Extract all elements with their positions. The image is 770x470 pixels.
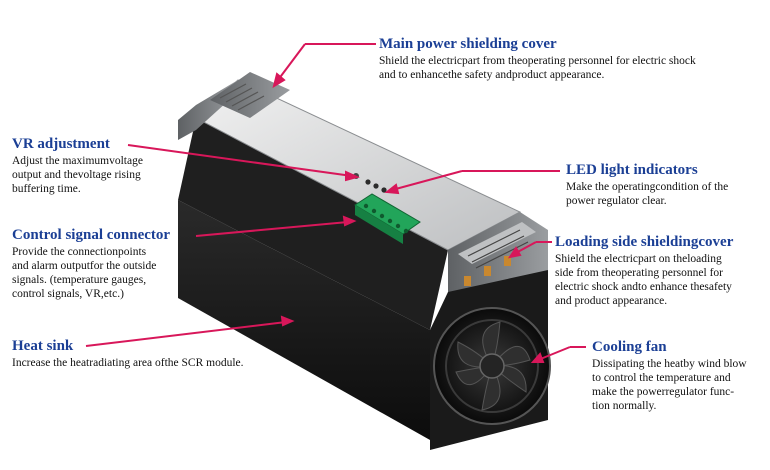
callout-description: Adjust the maximumvoltage output and the… bbox=[12, 154, 143, 196]
callout-title: LED light indicators bbox=[566, 162, 698, 178]
callout-title: Main power shielding cover bbox=[379, 36, 557, 52]
leader-fan bbox=[530, 346, 586, 363]
callout-control-signal-connector: Control signal connector Provide the con… bbox=[12, 227, 170, 301]
callout-description: Increase the heatradiating area ofthe SC… bbox=[12, 356, 244, 370]
description-line: electric shock andto enhance thesafety bbox=[555, 281, 732, 293]
callout-description: Shield the electricpart from theoperatin… bbox=[379, 54, 696, 82]
callout-loading-side-shielding-cover: Loading side shieldingcover Shield the e… bbox=[555, 234, 733, 308]
description-line: Shield the electricpart from theoperatin… bbox=[379, 55, 696, 67]
leader-control bbox=[195, 215, 357, 237]
loading-side-cover-shape bbox=[448, 212, 548, 310]
description-line: side from theoperating personnel for bbox=[555, 267, 723, 279]
description-line: signals. (temperature gauges, bbox=[12, 274, 147, 286]
leader-heatsink bbox=[85, 315, 295, 347]
callout-description: Make the operatingcondition of the power… bbox=[566, 180, 728, 208]
callout-description: Shield the electricpart on theloading si… bbox=[555, 252, 733, 308]
leader-lines bbox=[85, 43, 586, 363]
callout-title: Control signal connector bbox=[12, 227, 171, 243]
description-line: and product appearance. bbox=[555, 295, 668, 307]
callout-title: Heat sink bbox=[12, 338, 74, 354]
leader-main-cover bbox=[272, 43, 376, 89]
description-line: Adjust the maximumvoltage bbox=[12, 155, 143, 167]
leader-loading bbox=[507, 241, 552, 259]
vent-slots-top bbox=[219, 83, 265, 111]
description-line: and to enhancethe safety andproduct appe… bbox=[379, 69, 605, 81]
callout-title: Loading side shieldingcover bbox=[555, 234, 734, 250]
leader-led bbox=[384, 170, 560, 195]
description-line: power regulator clear. bbox=[566, 195, 667, 207]
callout-title: Cooling fan bbox=[592, 339, 667, 355]
description-line: Provide the connectionpoints bbox=[12, 246, 147, 258]
leader-vr bbox=[127, 144, 360, 182]
callout-description: Dissipating the heatby wind blow to cont… bbox=[592, 357, 747, 413]
description-line: control signals, VR,etc.) bbox=[12, 288, 124, 300]
description-line: Make the operatingcondition of the bbox=[566, 181, 729, 193]
callout-cooling-fan: Cooling fan Dissipating the heatby wind … bbox=[592, 339, 747, 413]
description-line: Increase the heatradiating area ofthe SC… bbox=[12, 357, 244, 369]
description-line: and alarm outputfor the outside bbox=[12, 260, 157, 272]
callout-main-power-shielding-cover: Main power shielding cover Shield the el… bbox=[379, 36, 696, 82]
callout-led-light-indicators: LED light indicators Make the operatingc… bbox=[566, 162, 728, 208]
description-line: buffering time. bbox=[12, 183, 81, 195]
main-power-shielding-cover-shape bbox=[178, 72, 522, 251]
description-line: make the powerregulator func- bbox=[592, 386, 735, 398]
led-indicators-shape bbox=[365, 179, 387, 193]
description-line: tion normally. bbox=[592, 400, 657, 412]
heat-sink-body bbox=[178, 118, 448, 440]
description-line: Shield the electricpart on theloading bbox=[555, 253, 722, 265]
callout-title: VR adjustment bbox=[12, 136, 110, 152]
control-signal-connector-shape bbox=[354, 193, 421, 244]
callout-description: Provide the connectionpoints and alarm o… bbox=[12, 245, 170, 301]
callout-vr-adjustment: VR adjustment Adjust the maximumvoltage … bbox=[12, 136, 143, 196]
description-line: Dissipating the heatby wind blow bbox=[592, 358, 747, 370]
description-line: output and thevoltage rising bbox=[12, 169, 141, 181]
callout-heat-sink: Heat sink Increase the heatradiating are… bbox=[12, 338, 244, 370]
description-line: to control the temperature and bbox=[592, 372, 731, 384]
cooling-fan-shape bbox=[430, 270, 551, 450]
